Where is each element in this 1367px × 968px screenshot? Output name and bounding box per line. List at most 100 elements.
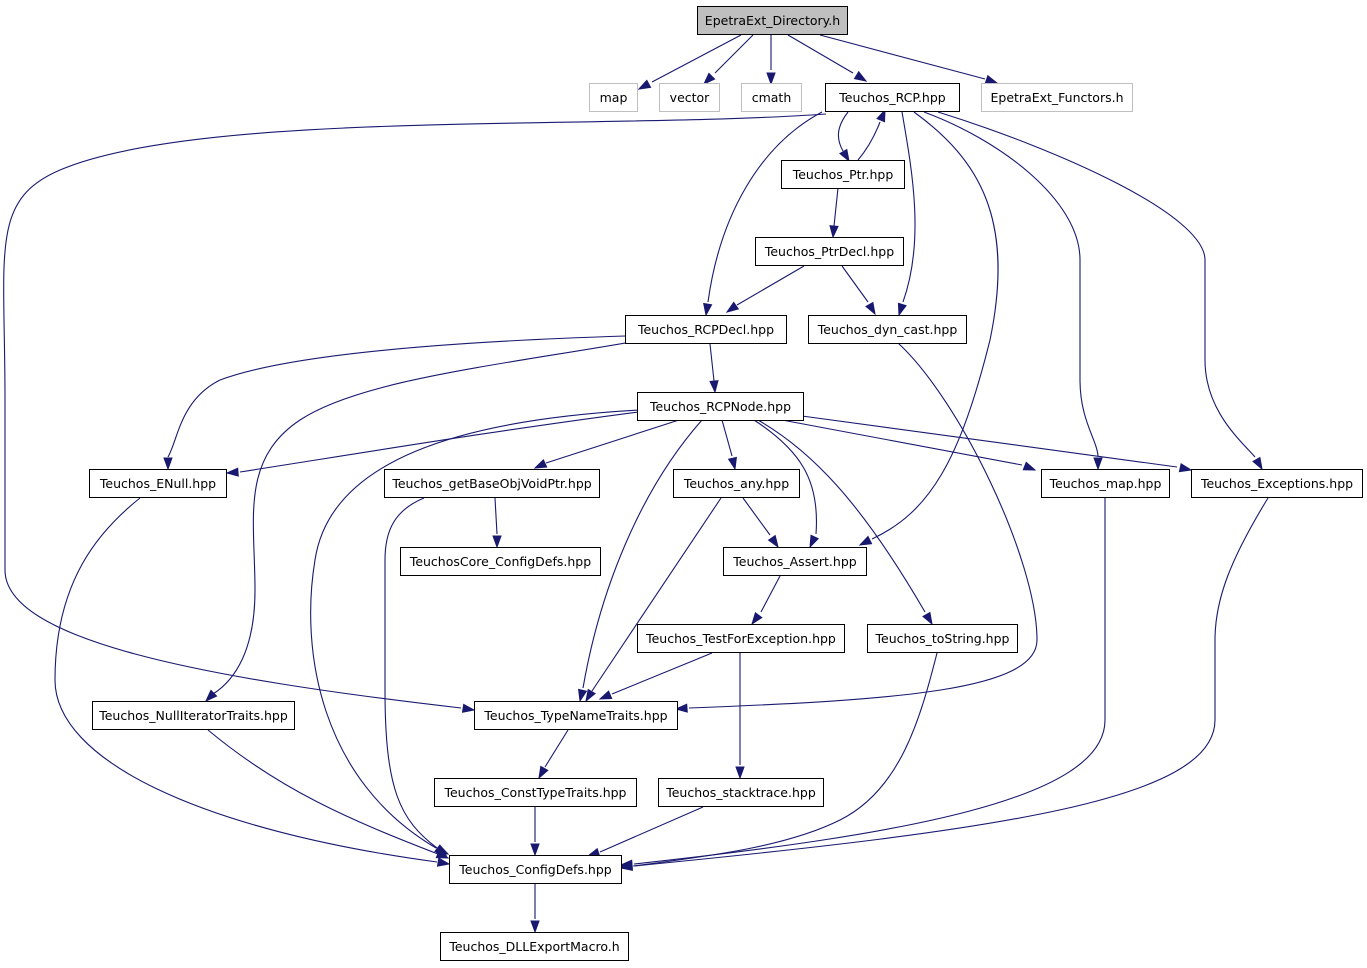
node-label: TeuchosCore_ConfigDefs.hpp xyxy=(409,554,591,569)
edge-line xyxy=(837,111,849,152)
node-label: cmath xyxy=(752,90,792,105)
edge-line xyxy=(760,575,781,613)
edge-rcpdecl-to-rcpnode xyxy=(709,343,719,394)
node-enull[interactable]: Teuchos_ENull.hpp xyxy=(89,469,227,498)
node-map: map xyxy=(589,83,638,112)
edge-rcpnode-to-any xyxy=(721,419,737,471)
node-box xyxy=(625,315,787,344)
node-cmath: cmath xyxy=(741,83,802,112)
edge-exceptions-to-configdefs xyxy=(619,497,1269,871)
edge-rcpnode-to-exceptions xyxy=(801,415,1193,473)
edge-line xyxy=(709,343,715,382)
arrowhead xyxy=(751,611,763,626)
node-box xyxy=(673,469,800,498)
edge-rcp-to-dyncast xyxy=(897,111,916,317)
node-nulliter[interactable]: Teuchos_NullIteratorTraits.hpp xyxy=(92,701,295,730)
node-typename[interactable]: Teuchos_TypeNameTraits.hpp xyxy=(474,701,678,730)
arrowhead xyxy=(1178,462,1193,473)
arrowhead xyxy=(766,72,776,86)
arrowhead xyxy=(858,535,873,546)
arrowhead xyxy=(619,861,634,871)
node-tmap[interactable]: Teuchos_map.hpp xyxy=(1041,469,1170,498)
node-tostring[interactable]: Teuchos_toString.hpp xyxy=(867,624,1018,653)
edge-line xyxy=(707,111,823,303)
arrowhead xyxy=(839,148,850,163)
node-label: EpetraExt_Functors.h xyxy=(991,90,1124,105)
edge-ptrdecl-to-dyncast xyxy=(841,265,876,316)
node-ptrdecl[interactable]: Teuchos_PtrDecl.hpp xyxy=(755,237,904,266)
edge-line xyxy=(688,342,1038,709)
edge-line xyxy=(207,729,439,855)
edge-line xyxy=(923,111,1099,457)
edge-rcp-to-ptr xyxy=(837,111,850,163)
node-stacktrace[interactable]: Teuchos_stacktrace.hpp xyxy=(658,778,824,807)
node-getbase[interactable]: Teuchos_getBaseObjVoidPtr.hpp xyxy=(384,469,600,498)
edge-line xyxy=(651,34,742,83)
arrowhead xyxy=(709,380,719,394)
node-consttype[interactable]: Teuchos_ConstTypeTraits.hpp xyxy=(434,778,637,807)
node-box xyxy=(400,547,601,576)
node-box xyxy=(637,624,845,653)
node-label: Teuchos_Ptr.hpp xyxy=(792,167,894,182)
arrowhead xyxy=(578,688,588,703)
edge-line xyxy=(310,409,641,849)
arrowhead xyxy=(204,689,218,703)
edge-line xyxy=(901,111,916,303)
node-label: Teuchos_any.hpp xyxy=(683,476,789,491)
node-label: Teuchos_DLLExportMacro.h xyxy=(448,939,619,954)
edge-ptrdecl-to-rcpdecl xyxy=(725,265,805,313)
node-label: Teuchos_stacktrace.hpp xyxy=(665,785,816,800)
edge-root-to-cmath xyxy=(766,35,776,86)
edge-root-to-functors xyxy=(819,34,999,84)
edge-line xyxy=(857,121,881,161)
node-testexc[interactable]: Teuchos_TestForException.hpp xyxy=(637,624,845,653)
arrowhead xyxy=(530,920,540,934)
node-exceptions[interactable]: Teuchos_Exceptions.hpp xyxy=(1191,469,1363,498)
edge-line xyxy=(599,806,704,853)
edge-rcpdecl-to-nulliter xyxy=(204,340,638,703)
arrowhead xyxy=(829,225,839,239)
arrowhead xyxy=(225,467,239,477)
edge-rcpnode-to-typename xyxy=(578,419,703,703)
edge-line xyxy=(742,497,771,536)
node-dllexport[interactable]: Teuchos_DLLExportMacro.h xyxy=(440,932,629,961)
node-dyncast[interactable]: Teuchos_dyn_cast.hpp xyxy=(808,315,967,344)
node-box xyxy=(825,83,960,112)
edge-line xyxy=(633,498,1106,865)
node-box xyxy=(808,315,967,344)
edge-line xyxy=(736,265,805,306)
node-box xyxy=(637,392,804,421)
arrowhead xyxy=(876,108,886,123)
node-label: Teuchos_TestForException.hpp xyxy=(645,631,836,646)
arrowhead xyxy=(727,456,737,471)
arrowhead xyxy=(865,301,876,316)
node-rcpnode[interactable]: Teuchos_RCPNode.hpp xyxy=(637,392,804,421)
node-coreconfig[interactable]: TeuchosCore_ConfigDefs.hpp xyxy=(400,547,601,576)
node-any[interactable]: Teuchos_any.hpp xyxy=(673,469,800,498)
node-configdefs[interactable]: Teuchos_ConfigDefs.hpp xyxy=(449,855,622,884)
node-ptr[interactable]: Teuchos_Ptr.hpp xyxy=(781,160,905,189)
edge-rcpnode-to-enull xyxy=(225,411,639,477)
node-assert[interactable]: Teuchos_Assert.hpp xyxy=(723,547,867,576)
arrowhead xyxy=(735,766,745,780)
arrowhead xyxy=(897,302,907,317)
node-box xyxy=(449,855,622,884)
edge-rcp-to-exceptions xyxy=(937,111,1263,471)
edge-testexc-to-stacktrace xyxy=(735,653,745,780)
arrowhead xyxy=(163,457,173,471)
arrowhead xyxy=(530,843,540,857)
edge-typename-to-consttype xyxy=(538,729,569,780)
node-rcp[interactable]: Teuchos_RCP.hpp xyxy=(825,83,960,112)
edge-root-to-map xyxy=(637,34,742,90)
edge-enull-to-configdefs xyxy=(54,497,451,867)
node-box xyxy=(384,469,600,498)
node-rcpdecl[interactable]: Teuchos_RCPDecl.hpp xyxy=(625,315,787,344)
node-label: Teuchos_NullIteratorTraits.hpp xyxy=(98,708,288,723)
edge-rcp-to-rcpdecl xyxy=(703,111,823,317)
edge-line xyxy=(787,34,854,74)
edge-testexc-to-typename xyxy=(598,652,713,700)
edge-line xyxy=(212,340,638,695)
edges xyxy=(3,34,1269,934)
node-box xyxy=(589,83,638,112)
